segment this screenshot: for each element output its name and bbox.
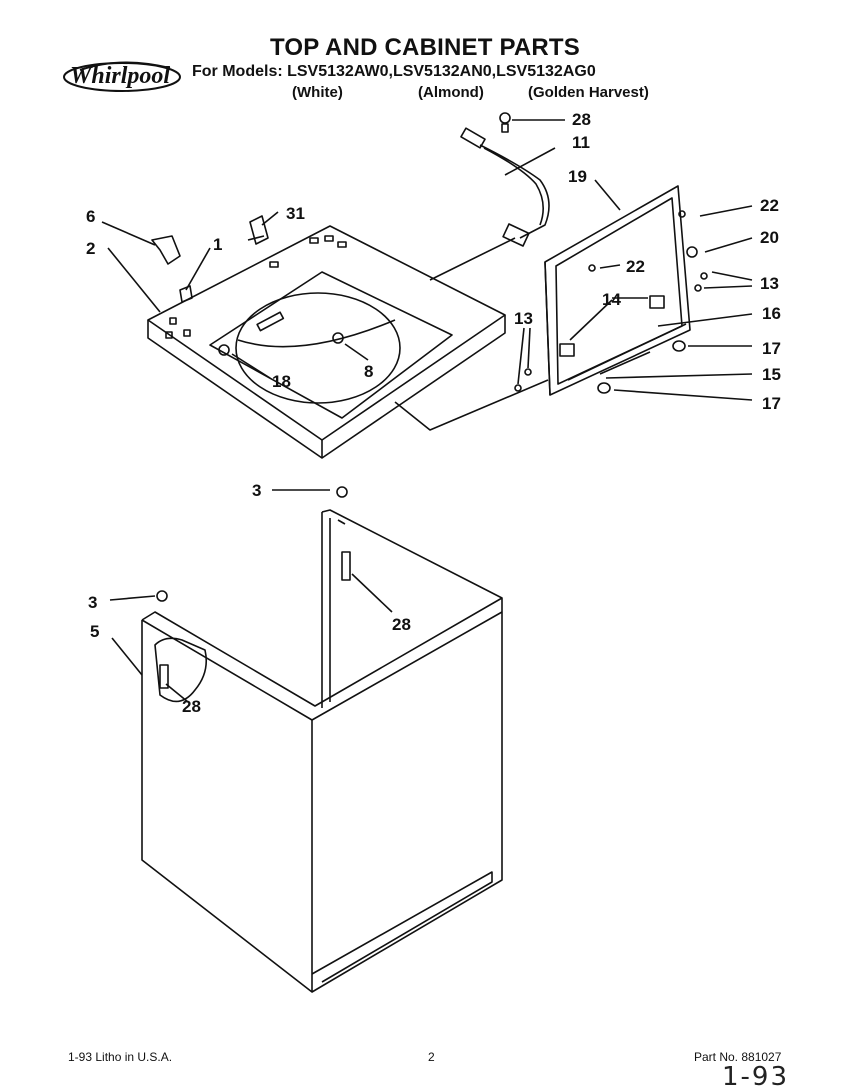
callout-labels: 6 2 1 31 28 11 19 22 20 22 13 14 16 13 1… [86,110,781,716]
callout-15: 15 [762,365,781,384]
part-6-clip [151,235,181,265]
footer-page-number: 2 [428,1050,435,1064]
variant-white: (White) [292,84,343,101]
callout-13-right: 13 [760,274,779,293]
callout-3-lower: 3 [88,593,97,612]
callout-18: 18 [272,372,291,391]
callout-8: 8 [364,362,373,381]
footer-litho: 1-93 Litho in U.S.A. [68,1050,173,1064]
callout-2: 2 [86,239,95,258]
brand-name: Whirlpool [70,63,171,89]
callout-19: 19 [568,167,587,186]
callout-13-left: 13 [514,309,533,328]
callout-5: 5 [90,622,99,641]
page-title: TOP AND CABINET PARTS [270,34,581,61]
models-line: For Models: LSV5132AW0,LSV5132AN0,LSV513… [192,63,596,80]
variant-golden-harvest: (Golden Harvest) [528,84,649,101]
callout-20: 20 [760,228,779,247]
callout-11: 11 [572,133,590,152]
callout-22-lower: 22 [626,257,645,276]
callout-28-panel: 28 [182,697,201,716]
callout-3-upper: 3 [252,481,261,500]
callout-28-harness: 28 [572,110,591,129]
handwritten-date: 1-93 [722,1062,790,1092]
callout-1: 1 [213,235,222,254]
top-panel [147,225,506,459]
footer-part-number: Part No. 881027 [694,1050,782,1064]
callout-22-upper: 22 [760,196,779,215]
callout-17-lower: 17 [762,394,781,413]
whirlpool-logo [63,61,181,92]
part-31-bracket [247,215,269,245]
callout-17-upper: 17 [762,339,781,358]
callout-28-cabinet: 28 [392,615,411,634]
lid-assembly [514,185,708,396]
wire-harness [460,112,550,247]
variant-almond: (Almond) [418,84,484,101]
cabinet [141,486,503,993]
callout-16: 16 [762,304,781,323]
callout-6: 6 [86,207,95,226]
leader-lines [101,119,753,703]
callout-14: 14 [602,290,621,309]
callout-31: 31 [286,204,305,223]
